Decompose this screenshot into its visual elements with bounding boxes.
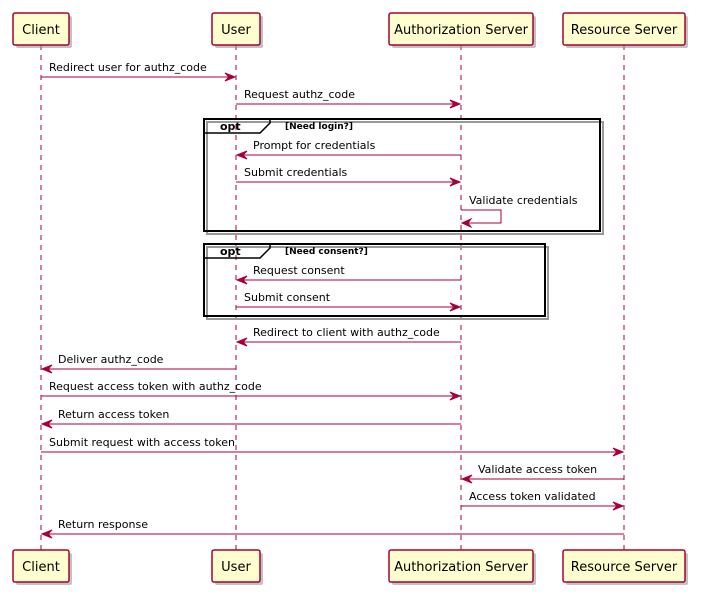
- message-13: Validate access token: [460, 463, 624, 484]
- opt-fragment-1: opt [Need login?]: [203, 118, 604, 235]
- message-arrowhead: [449, 302, 462, 312]
- message-label: Submit consent: [244, 291, 331, 304]
- message-label: Validate credentials: [469, 194, 578, 207]
- participant-label: Client: [22, 560, 60, 575]
- message-arrowhead: [612, 447, 625, 457]
- message-label: Return access token: [58, 408, 169, 421]
- message-label: Request access token with authz_code: [49, 380, 262, 393]
- message-label: Validate access token: [478, 463, 597, 476]
- message-10: Request access token with authz_code: [41, 380, 462, 401]
- participant-box: [211, 12, 261, 46]
- lifelines: [40, 45, 625, 550]
- message-1: Redirect user for authz_code: [41, 61, 237, 82]
- message-arrowhead: [235, 150, 248, 160]
- message-arrow: [461, 209, 502, 224]
- participant-label: User: [221, 23, 251, 38]
- opt-fragment-2: opt [Need consent?]: [203, 243, 549, 320]
- message-label: Return response: [58, 518, 148, 531]
- message-arrowhead: [235, 337, 248, 347]
- message-arrowhead: [612, 501, 625, 511]
- message-arrowhead: [449, 391, 462, 401]
- message-arrowhead: [40, 419, 53, 429]
- message-label: Redirect user for authz_code: [49, 61, 207, 74]
- participants-top: Client User Authorization Server Resource S…: [12, 12, 688, 48]
- fragment-guard: [Need consent?]: [285, 247, 368, 257]
- message-arrowhead: [224, 72, 237, 82]
- message-label: Request authz_code: [244, 88, 355, 101]
- message-label: Redirect to client with authz_code: [253, 326, 440, 339]
- participant-box: [12, 549, 70, 583]
- message-arrowhead: [40, 364, 53, 374]
- participant-box: [211, 549, 261, 583]
- fragment-keyword: opt: [220, 120, 241, 133]
- participant-box: [388, 12, 534, 46]
- message-3: Prompt for credentials: [235, 139, 461, 160]
- message-arrowhead: [449, 99, 462, 109]
- message-9: Deliver authz_code: [40, 353, 236, 374]
- message-4: Submit credentials: [236, 166, 462, 187]
- message-7: Submit consent: [236, 291, 462, 312]
- message-6: Request consent: [235, 264, 461, 285]
- participant-label: User: [221, 560, 251, 575]
- participant-box: [562, 12, 686, 46]
- message-8: Redirect to client with authz_code: [235, 326, 461, 347]
- message-arrowhead: [40, 529, 53, 539]
- participant-user-top: User: [211, 12, 263, 48]
- message-arrowhead: [235, 275, 248, 285]
- participants-bottom: Client User Authorization Server Resource S…: [12, 549, 688, 585]
- fragment-guard: [Need login?]: [285, 122, 353, 132]
- fragment-shadow: [206, 246, 549, 320]
- message-label: Request consent: [253, 264, 345, 277]
- participant-user-bottom: User: [211, 549, 263, 585]
- message-15: Return response: [40, 518, 624, 539]
- message-label: Prompt for credentials: [253, 139, 376, 152]
- message-arrowhead: [460, 474, 473, 484]
- message-label: Access token validated: [469, 490, 596, 503]
- message-label: Submit credentials: [244, 166, 348, 179]
- participant-auth-bottom: Authorization Server: [388, 549, 536, 585]
- participant-client-top: Client: [12, 12, 72, 48]
- message-2: Request authz_code: [236, 88, 462, 109]
- message-11: Return access token: [40, 408, 461, 429]
- participant-auth-top: Authorization Server: [388, 12, 536, 48]
- message-arrowhead: [449, 177, 462, 187]
- fragment-frame: [203, 243, 546, 317]
- fragment-keyword: opt: [220, 245, 241, 258]
- fragment-shadow: [206, 121, 604, 235]
- participant-client-bottom: Client: [12, 549, 72, 585]
- participant-box: [12, 12, 70, 46]
- fragment-tab: [204, 119, 271, 134]
- participant-label: Client: [22, 23, 60, 38]
- fragments: opt [Need login?] opt [Need consent?]: [203, 118, 604, 320]
- participant-label: Resource Server: [571, 560, 678, 575]
- participant-box: [562, 549, 686, 583]
- participant-label: Authorization Server: [394, 560, 528, 575]
- participant-box: [388, 549, 534, 583]
- message-label: Deliver authz_code: [58, 353, 164, 366]
- message-12: Submit request with access token: [41, 436, 625, 457]
- participant-label: Resource Server: [571, 23, 678, 38]
- message-label: Submit request with access token: [49, 436, 235, 449]
- fragment-frame: [203, 118, 601, 232]
- message-14: Access token validated: [461, 490, 625, 511]
- participant-label: Authorization Server: [394, 23, 528, 38]
- participant-resource-top: Resource Server: [562, 12, 688, 48]
- message-arrowhead: [460, 217, 473, 229]
- fragment-tab: [204, 244, 271, 259]
- participant-resource-bottom: Resource Server: [562, 549, 688, 585]
- message-5: Validate credentials: [460, 194, 578, 229]
